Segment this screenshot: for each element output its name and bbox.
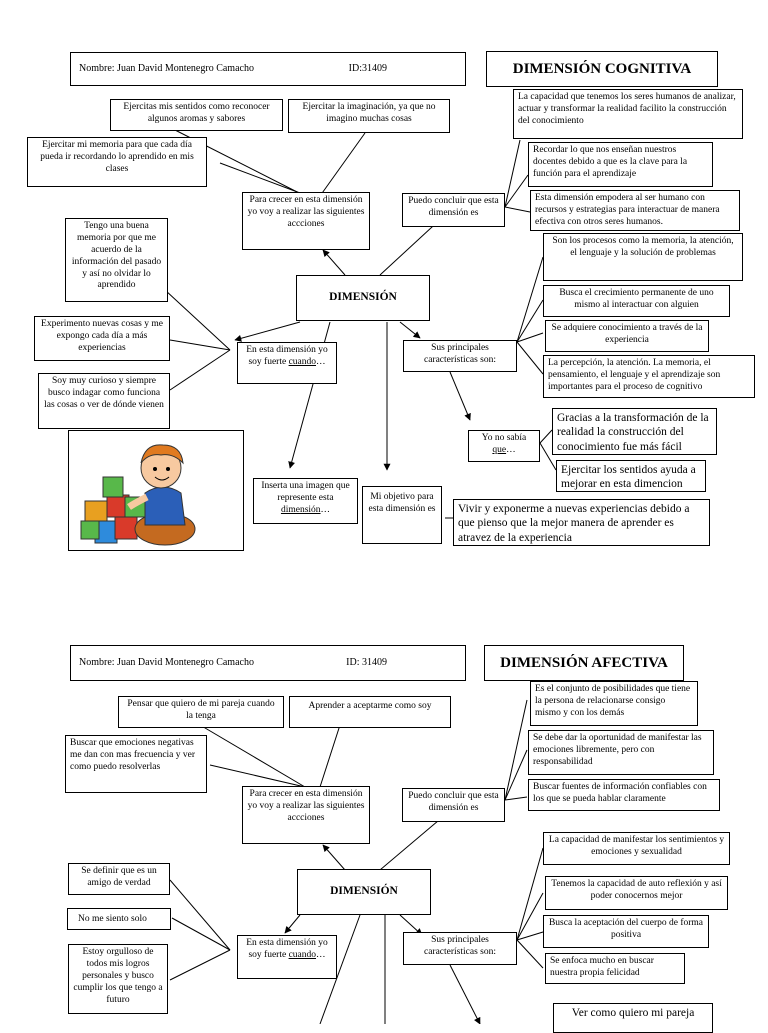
image-prompt-keyword: dimensión	[280, 504, 321, 515]
conclude-prompt: Puedo concluir que esta dimensión es	[402, 788, 505, 822]
strong-prompt-keyword: cuando	[288, 949, 317, 960]
feature-item-1: Son los procesos como la memoria, la ate…	[543, 233, 743, 281]
grow-prompt: Para crecer en esta dimensión yo voy a r…	[242, 786, 370, 844]
child-blocks-image	[68, 430, 244, 551]
strong-item-1: Se definir que es un amigo de verdad	[68, 863, 170, 895]
goal-prompt: Mi objetivo para esta dimensión es	[362, 486, 442, 544]
unknown-item-2: Ejercitar los sentidos ayuda a mejorar e…	[556, 460, 706, 492]
strong-item-3: Soy muy curioso y siempre busco indagar …	[38, 373, 170, 429]
grow-item-2: Aprender a aceptarme como soy	[289, 696, 451, 728]
image-prompt-ellipsis: …	[320, 504, 331, 515]
features-prompt: Sus principales características son:	[403, 932, 517, 965]
strong-item-2: Experimento nuevas cosas y me expongo ca…	[34, 316, 170, 361]
grow-item-1: Pensar que quiero de mi pareja cuando la…	[118, 696, 284, 728]
center-node-cognitive: DIMENSIÓN COGNITIVA	[296, 275, 430, 321]
unknown-prompt-keyword: que	[492, 444, 507, 455]
feature-item-4: Se enfoca mucho en buscar nuestra propia…	[545, 953, 685, 984]
feature-item-4: La percepción, la atención. La memoria, …	[543, 355, 755, 398]
student-id: ID: 31409	[346, 656, 387, 668]
image-prompt: Inserta una imagen que represente esta d…	[253, 478, 358, 524]
grow-item-1: Ejercitas mis sentidos como reconocer al…	[110, 99, 283, 131]
strong-item-1: Tengo una buena memoria por que me acuer…	[65, 218, 168, 302]
feature-item-1: La capacidad de manifestar los sentimien…	[543, 832, 730, 865]
student-id: ID:31409	[348, 62, 387, 74]
image-prompt-text: Inserta una imagen que represente esta	[261, 481, 350, 503]
conclude-item-1: La capacidad que tenemos los seres human…	[513, 89, 743, 139]
unknown-prompt-text: Yo no sabía	[481, 433, 527, 443]
unknown-item-1: Gracias a la transformación de la realid…	[552, 408, 717, 455]
name-header-cognitive: Nombre: Juan David Montenegro Camacho ID…	[70, 52, 466, 86]
child-playing-blocks-illustration	[80, 444, 196, 546]
conclude-item-3: Buscar fuentes de información confiables…	[528, 779, 720, 811]
goal-text: Vivir y exponerme a nuevas experiencias …	[453, 499, 710, 546]
strong-prompt-text: En esta dimensión yo soy fuerte	[246, 938, 328, 960]
strong-prompt: En esta dimensión yo soy fuerte cuando…	[237, 935, 337, 979]
feature-item-3: Busca la aceptación del cuerpo de forma …	[543, 915, 709, 948]
center-node-affective: DIMENSIÓN AFECTIVA	[297, 869, 431, 915]
student-name: Nombre: Juan David Montenegro Camacho	[79, 62, 254, 74]
conclude-item-2: Recordar lo que nos enseñan nuestros doc…	[528, 142, 713, 187]
grow-prompt: Para crecer en esta dimensión yo voy a r…	[242, 192, 370, 250]
unknown-item-1: Ver como quiero mi pareja	[553, 1003, 713, 1033]
features-prompt: Sus principales características son:	[403, 340, 517, 372]
grow-item-2: Ejercitar la imaginación, ya que no imag…	[288, 99, 450, 133]
feature-item-2: Busca el crecimiento permanente de uno m…	[543, 285, 730, 317]
strong-item-3: Estoy orgulloso de todos mis logros pers…	[68, 944, 168, 1014]
grow-item-3: Ejercitar mi memoria para que cada día p…	[27, 137, 207, 187]
strong-prompt-ellipsis: …	[316, 949, 326, 960]
section-title-cognitive: DIMENSIÓN COGNITIVA	[486, 51, 718, 87]
conclude-item-3: Esta dimensión empodera al ser humano co…	[530, 190, 740, 231]
conclude-prompt: Puedo concluir que esta dimensión es	[402, 193, 505, 227]
student-name: Nombre: Juan David Montenegro Camacho	[79, 656, 254, 668]
unknown-prompt-ellipsis: …	[506, 444, 516, 455]
grow-item-3: Buscar que emociones negativas me dan co…	[65, 735, 207, 793]
conclude-item-1: Es el conjunto de posibilidades que tien…	[530, 681, 698, 726]
strong-prompt: En esta dimensión yo soy fuerte cuando…	[237, 342, 337, 384]
name-header-affective: Nombre: Juan David Montenegro Camacho ID…	[70, 645, 466, 681]
unknown-prompt: Yo no sabía que…	[468, 430, 540, 462]
strong-prompt-ellipsis: …	[316, 356, 326, 367]
feature-item-3: Se adquiere conocimiento a través de la …	[545, 320, 709, 352]
section-title-affective: DIMENSIÓN AFECTIVA	[484, 645, 684, 681]
strong-prompt-text: En esta dimensión yo soy fuerte	[246, 345, 328, 367]
feature-item-2: Tenemos la capacidad de auto reflexión y…	[545, 876, 728, 910]
conclude-item-2: Se debe dar la oportunidad de manifestar…	[528, 730, 714, 775]
strong-item-2: No me siento solo	[67, 908, 171, 930]
strong-prompt-keyword: cuando	[288, 356, 317, 367]
